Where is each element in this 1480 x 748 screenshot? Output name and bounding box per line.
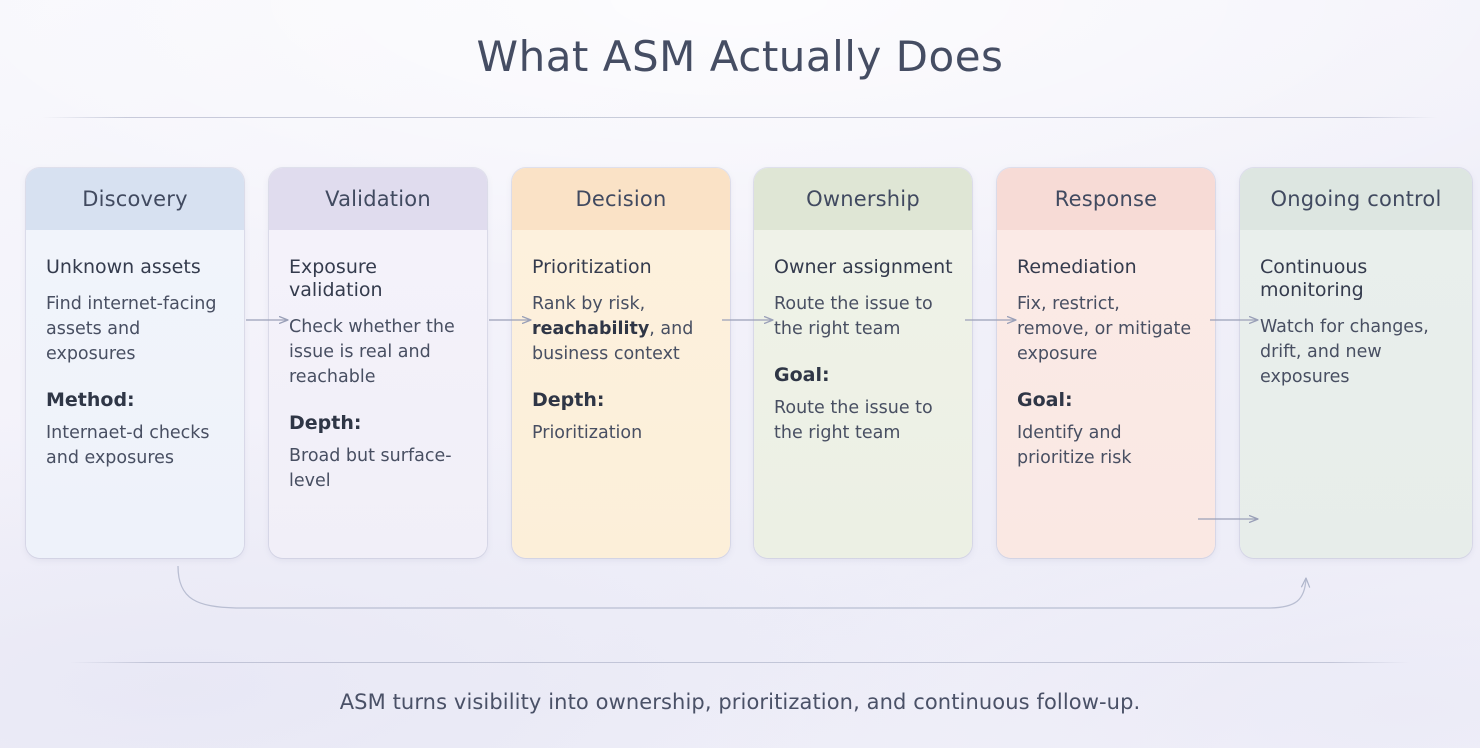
stage-label-discovery: Unknown assets bbox=[46, 256, 201, 278]
stage-card-validation[interactable]: Validation Exposure validation Check whe… bbox=[269, 168, 487, 558]
stage-body-decision: Prioritization Rank by risk, reachabilit… bbox=[512, 230, 730, 558]
footer-caption: ASM turns visibility into ownership, pri… bbox=[339, 690, 1141, 714]
stage-meta-key-validation: Depth: bbox=[289, 411, 362, 434]
stage-label-response: Remediation bbox=[1017, 256, 1137, 278]
stage-meta-key-ownership: Goal: bbox=[774, 363, 830, 386]
stage-description-decision: Rank by risk, reachability, and business… bbox=[532, 294, 694, 364]
stage-meta-value-ownership: Route the issue to the right team bbox=[774, 397, 933, 443]
divider-top bbox=[42, 117, 1438, 118]
stage-label-ownership: Owner assignment bbox=[774, 256, 953, 278]
stage-board: Discovery Unknown assets Find internet-f… bbox=[0, 168, 1480, 560]
stage-body-discovery: Unknown assets Find internet-facing asse… bbox=[26, 230, 244, 558]
stage-body-response: Remediation Fix, restrict, remove, or mi… bbox=[997, 230, 1215, 558]
stage-card-decision[interactable]: Decision Prioritization Rank by risk, re… bbox=[512, 168, 730, 558]
stage-body-ongoing-control: Continuous monitoring Watch for changes,… bbox=[1240, 230, 1472, 558]
stage-label-decision: Prioritization bbox=[532, 256, 652, 278]
divider-bottom bbox=[70, 662, 1410, 663]
stage-label-ongoing-control: Continuous monitoring bbox=[1260, 256, 1368, 302]
stage-header-decision: Decision bbox=[512, 168, 730, 230]
stage-meta-key-discovery: Method: bbox=[46, 388, 135, 411]
page-title: What ASM Actually Does bbox=[476, 32, 1004, 81]
stage-card-response[interactable]: Response Remediation Fix, restrict, remo… bbox=[997, 168, 1215, 558]
stage-header-ownership: Ownership bbox=[754, 168, 972, 230]
stage-label-validation: Exposure validation bbox=[289, 256, 383, 302]
stage-header-validation: Validation bbox=[269, 168, 487, 230]
stage-meta-value-response: Identify and prioritize risk bbox=[1017, 422, 1132, 468]
stage-meta-value-validation: Broad but surface-level bbox=[289, 445, 452, 491]
feedback-loop-arrow bbox=[177, 565, 1311, 609]
stage-description-discovery: Find internet-facing assets and exposure… bbox=[46, 294, 217, 364]
stage-card-ongoing-control[interactable]: Ongoing control Continuous monitoring Wa… bbox=[1240, 168, 1472, 558]
stage-card-discovery[interactable]: Discovery Unknown assets Find internet-f… bbox=[26, 168, 244, 558]
stage-meta-value-decision: Prioritization bbox=[532, 422, 643, 443]
stage-meta-key-response: Goal: bbox=[1017, 388, 1073, 411]
stage-body-ownership: Owner assignment Route the issue to the … bbox=[754, 230, 972, 558]
stage-description-validation: Check whether the issue is real and reac… bbox=[289, 317, 455, 388]
stage-description-ownership: Route the issue to the right team bbox=[774, 294, 933, 340]
stage-header-ongoing-control: Ongoing control bbox=[1240, 168, 1472, 230]
stage-header-response: Response bbox=[997, 168, 1215, 230]
stage-header-discovery: Discovery bbox=[26, 168, 244, 230]
stage-meta-key-decision: Depth: bbox=[532, 388, 605, 411]
stage-body-validation: Exposure validation Check whether the is… bbox=[269, 230, 487, 558]
stage-card-ownership[interactable]: Ownership Owner assignment Route the iss… bbox=[754, 168, 972, 558]
stage-meta-value-discovery: Internaet-d checks and exposures bbox=[46, 422, 210, 468]
stage-description-response: Fix, restrict, remove, or mitigate expos… bbox=[1017, 294, 1192, 364]
stage-description-ongoing-control: Watch for changes, drift, and new exposu… bbox=[1260, 317, 1429, 388]
